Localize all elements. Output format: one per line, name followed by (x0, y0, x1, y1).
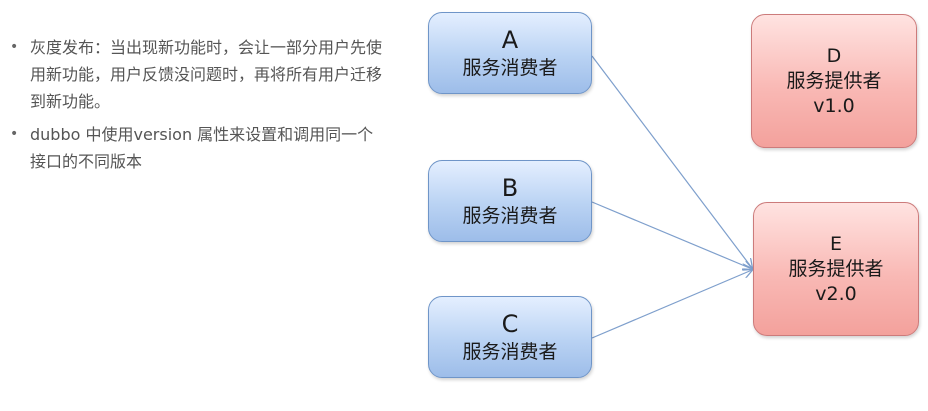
consumer-c-role: 服务消费者 (462, 341, 558, 363)
description-list: • 灰度发布：当出现新功能时，会让一部分用户先使用新功能，用户反馈没问题时，再将… (8, 34, 383, 181)
consumer-a-box: A 服务消费者 (428, 12, 592, 94)
bullet-gray-release: • 灰度发布：当出现新功能时，会让一部分用户先使用新功能，用户反馈没问题时，再将… (8, 34, 383, 115)
consumer-b-box: B 服务消费者 (428, 160, 592, 242)
arrow-c-to-e (591, 270, 752, 339)
arrow-b-to-e (591, 201, 752, 269)
provider-e-version: v2.0 (815, 282, 857, 305)
provider-e-role: 服务提供者 (788, 257, 884, 280)
bullet-text: 灰度发布：当出现新功能时，会让一部分用户先使用新功能，用户反馈没问题时，再将所有… (30, 38, 383, 111)
bullet-dubbo-version: • dubbo 中使用version 属性来设置和调用同一个接口的不同版本 (8, 121, 383, 175)
bullet-marker: • (10, 126, 19, 142)
bullet-marker: • (10, 39, 19, 55)
provider-d-box: D 服务提供者 v1.0 (751, 14, 917, 148)
bullet-text: dubbo 中使用version 属性来设置和调用同一个接口的不同版本 (30, 125, 374, 171)
provider-d-letter: D (826, 44, 842, 67)
consumer-c-box: C 服务消费者 (428, 296, 592, 378)
provider-e-box: E 服务提供者 v2.0 (753, 202, 919, 336)
provider-d-version: v1.0 (813, 94, 855, 117)
consumer-a-role: 服务消费者 (462, 57, 558, 79)
consumer-c-letter: C (501, 310, 519, 338)
consumer-a-letter: A (501, 26, 519, 54)
consumer-b-role: 服务消费者 (462, 205, 558, 227)
arrow-a-to-e (591, 55, 752, 268)
consumer-b-letter: B (501, 174, 519, 202)
provider-e-letter: E (829, 232, 842, 255)
provider-d-role: 服务提供者 (786, 69, 882, 92)
